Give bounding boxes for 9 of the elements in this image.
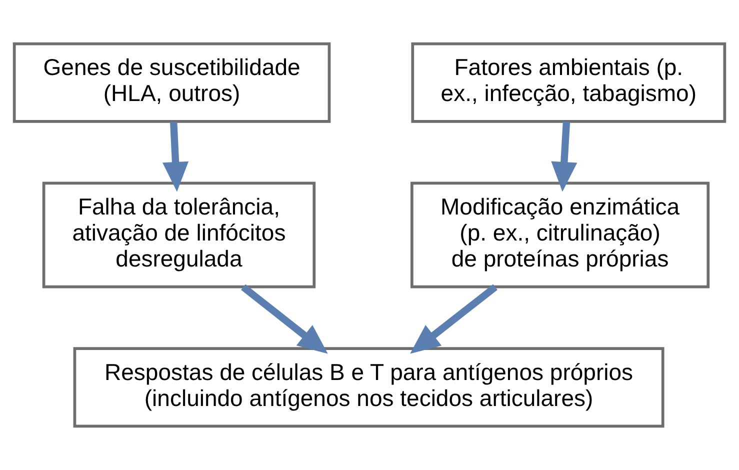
node-box: Falha da tolerância, ativação de linfócitos desregulada	[42, 182, 316, 288]
node-box: Respostas de células B e T para antígenos próprios (incluindo antígenos nos tecidos articulares)	[73, 347, 664, 428]
node-box: Modificação enzimática (p. ex., citrulinação) de proteínas próprias	[410, 182, 710, 288]
arrow	[162, 122, 189, 192]
node-box: Genes de suscetibilidade (HLA, outros)	[12, 42, 331, 123]
arrow	[551, 122, 578, 192]
arrow	[410, 284, 498, 354]
node-box: Fatores ambientais (p. ex., infecção, tabagismo)	[411, 42, 726, 123]
arrow	[241, 284, 328, 354]
